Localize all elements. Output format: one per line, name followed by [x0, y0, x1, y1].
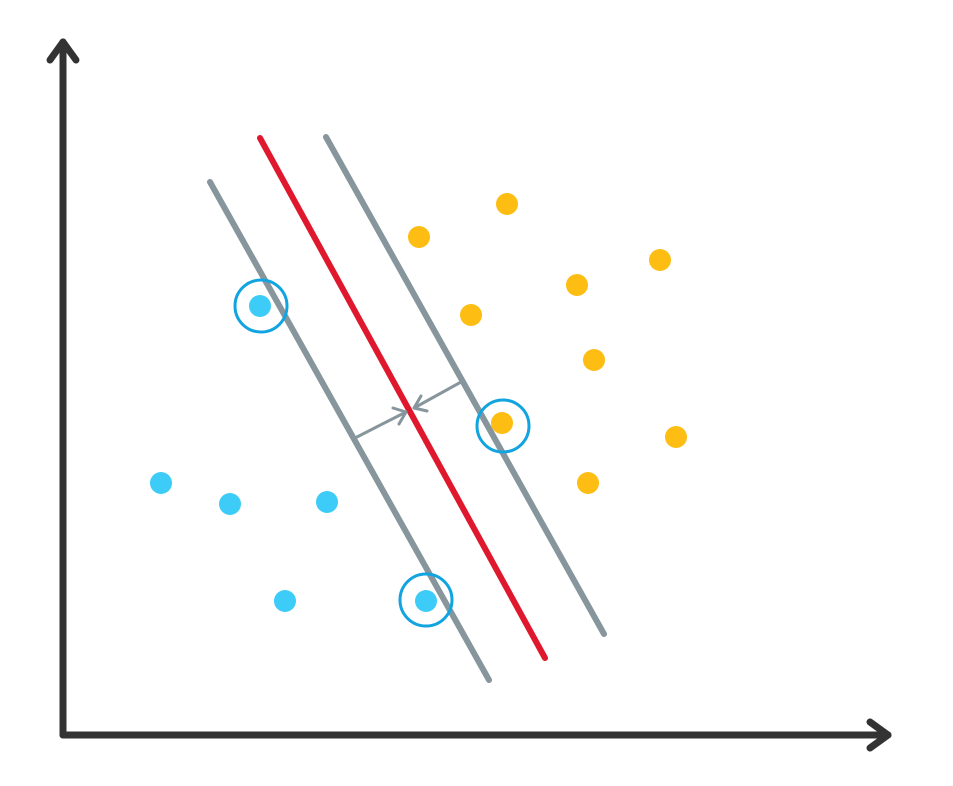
class-b-point: [566, 274, 588, 296]
margin-arrow-left-head-icon: [391, 406, 408, 426]
class-b-point: [577, 472, 599, 494]
class-b-point: [665, 426, 687, 448]
y-axis-arrowhead-icon: [46, 38, 80, 64]
class-b-point: [460, 304, 482, 326]
class-a-point: [150, 472, 172, 494]
margin-arrows: [353, 380, 463, 440]
margin-arrow-right: [412, 380, 463, 410]
margin-arrow-right-head-icon: [412, 394, 429, 413]
class-a-point: [249, 295, 271, 317]
class-a-point: [415, 590, 437, 612]
support-vector-ring: [233, 278, 289, 334]
class-b-point: [491, 412, 513, 434]
class-a-point: [316, 491, 338, 513]
upper-margin-line: [323, 134, 607, 637]
lower-margin-line: [207, 179, 492, 683]
class-a-point: [274, 590, 296, 612]
x-axis-arrowhead-icon: [866, 718, 892, 752]
class-a-point: [219, 493, 241, 515]
class-b-points: [408, 193, 687, 494]
class-b-point: [408, 226, 430, 248]
margin-arrow-left: [353, 410, 408, 440]
class-b-point: [496, 193, 518, 215]
support-vector-ring: [398, 572, 454, 628]
decision-boundary-line: [257, 135, 548, 661]
class-a-points: [150, 295, 437, 612]
class-b-point: [583, 349, 605, 371]
support-vector-ring: [475, 398, 531, 454]
class-b-point: [649, 249, 671, 271]
support-vectors: [233, 278, 531, 628]
hyperplanes: [207, 134, 607, 683]
axes: [46, 38, 892, 752]
